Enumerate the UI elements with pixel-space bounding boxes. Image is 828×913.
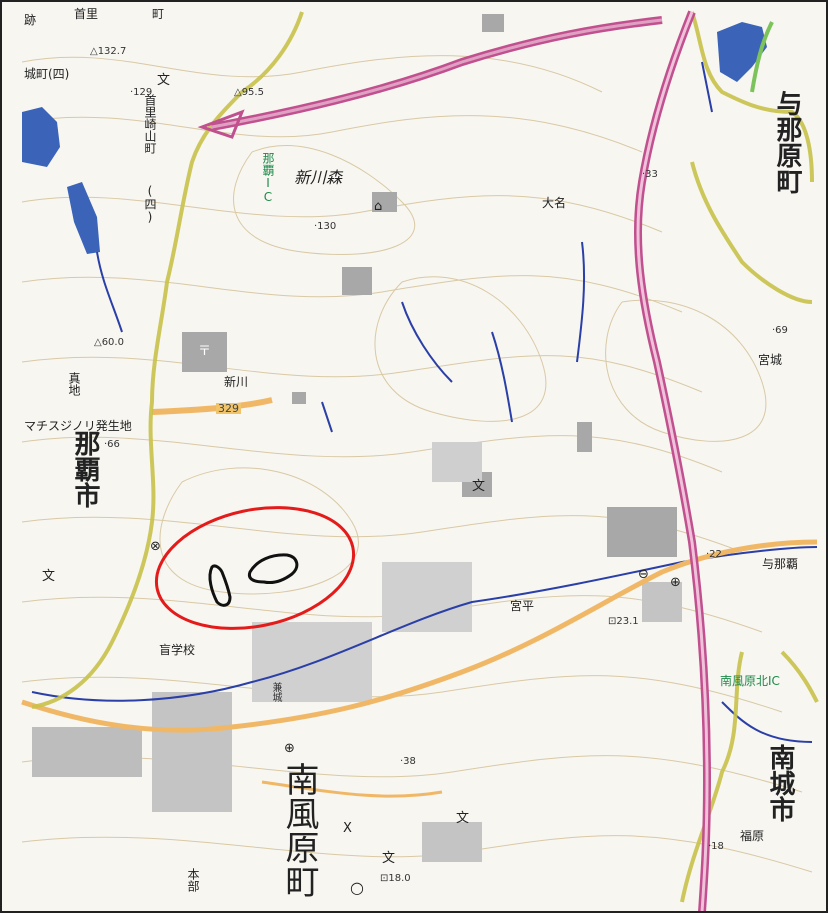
label-ruins: 跡 — [24, 13, 37, 27]
survey-area-left — [208, 564, 232, 607]
post-office-icon: 〒 — [198, 344, 212, 359]
elevation-132: △132.7 — [90, 46, 127, 57]
elevation-18-bottom: ⊡18.0 — [380, 873, 411, 884]
label-miyagi: 宮城 — [758, 353, 783, 367]
school-icon: 文 — [456, 811, 470, 826]
route-329-road — [21, 539, 818, 733]
label-yonaha: 与那覇 — [762, 557, 799, 571]
label-arakawa: 新川 — [224, 375, 249, 389]
survey-area-right — [247, 553, 299, 584]
label-oona: 大名 — [542, 196, 567, 210]
shrine-icon: ⊕ — [670, 575, 681, 590]
elevation-66: ·66 — [104, 439, 120, 450]
label-castle-town: 城町(四) — [24, 67, 70, 81]
school-icon: 文 — [472, 479, 486, 494]
label-haebaru-town: 南風原町 — [279, 762, 319, 898]
label-naha-city: 那覇市 — [70, 430, 100, 508]
label-naha-ic: 那覇IC — [261, 152, 275, 204]
label-yonabaru-town: 与那原町 — [772, 90, 802, 194]
municipal-boundaries — [31, 11, 819, 903]
label-school: 盲学校 — [159, 643, 196, 657]
label-shuri-top: 首里 — [74, 7, 99, 21]
elevation-130: ·130 — [314, 221, 337, 232]
temple-icon: ⌂ — [374, 199, 383, 214]
elevation-33: ·33 — [642, 169, 658, 180]
elevation-60: △60.0 — [94, 337, 124, 348]
label-shuri-sakiyama: 首里崎山町 — [143, 94, 157, 154]
contour-lines — [21, 55, 813, 873]
school-icon: 文 — [42, 569, 56, 584]
label-haebaru-kita-ic: 南風原北IC — [720, 674, 780, 688]
school-icon: 文 — [382, 851, 396, 866]
police-icon: X — [343, 821, 352, 836]
label-seaweed-site: マチスジノリ発生地 — [24, 419, 132, 433]
elevation-18-right: ·18 — [708, 841, 724, 852]
label-shuri-sakiyama-sub: (四) — [143, 184, 157, 224]
expressway — [197, 10, 712, 911]
green-boundary — [750, 21, 774, 93]
post-office-icon: ⊕ — [284, 741, 295, 756]
water-bodies — [22, 22, 767, 254]
label-arakawa-mori: 新川森 — [294, 168, 343, 187]
label-nanjo-city: 南城市 — [765, 744, 795, 822]
label-motobu: 本部 — [186, 868, 200, 892]
urban-blocks — [32, 14, 682, 862]
elevation-95: △95.5 — [234, 87, 264, 98]
elevation-38: ·38 — [400, 756, 416, 767]
highlight-ellipse — [154, 506, 356, 630]
label-mazichi: 真地 — [67, 372, 81, 396]
elevation-22: ·22 — [706, 549, 722, 560]
elevation-129: ·129 — [130, 87, 153, 98]
shrine-icon: ○ — [350, 878, 364, 897]
police-icon: ⊗ — [150, 539, 161, 554]
orange-road-east — [261, 780, 443, 798]
school-icon: 文 — [157, 73, 171, 88]
label-mahira: 宮平 — [510, 599, 535, 613]
route-329-north — [151, 397, 273, 415]
elevation-23: ⊡23.1 — [608, 616, 639, 627]
elevation-69: ·69 — [772, 325, 788, 336]
post-office-icon: ⊖ — [638, 567, 649, 582]
label-kaneshiro: 兼城 — [270, 682, 281, 702]
label-fukuhara: 福原 — [740, 829, 765, 843]
label-shuri-town-top: 町 — [152, 7, 165, 21]
label-route-329: 329 — [216, 402, 241, 415]
